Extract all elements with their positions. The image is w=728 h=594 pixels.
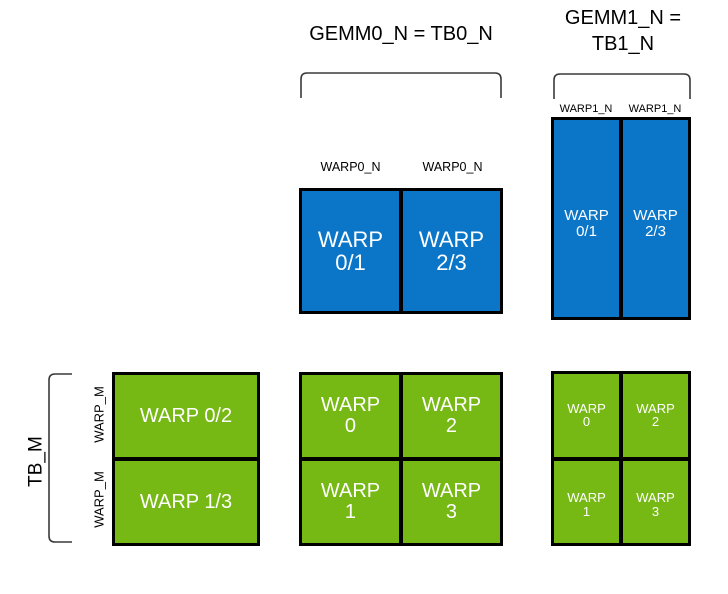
gemm1-title-line1: GEMM1_N = [564, 7, 682, 29]
warp-m-label-1: WARP_M [91, 471, 107, 528]
gemm0-green-cell-warp-1[interactable]: WARP 1 [302, 461, 399, 543]
gemm1-green-cell-warp-2[interactable]: WARP 2 [623, 374, 688, 457]
tb-m-label: TB_M [25, 436, 47, 487]
gemm1-green-warp-group: WARP 0 WARP 2 WARP 1 WARP 3 [551, 371, 691, 546]
gemm1-green-cell-warp-3[interactable]: WARP 3 [623, 460, 688, 543]
gemm1-title-line2: TB1_N [591, 33, 655, 55]
gemm0-green-warp-group: WARP 0 WARP 2 WARP 1 WARP 3 [299, 372, 503, 546]
gemm0-blue-warp-group: WARP 0/1 WARP 2/3 [299, 188, 503, 314]
gemm0-green-cell-warp-0[interactable]: WARP 0 [302, 375, 399, 457]
gemm1-blue-cell-warp-2-3[interactable]: WARP 2/3 [623, 120, 688, 317]
warp0-n-label-1: WARP0_N [422, 160, 483, 174]
gemm1-blue-cell-warp-0-1[interactable]: WARP 0/1 [554, 120, 619, 317]
tb-green-cell-warp-0-2[interactable]: WARP 0/2 [115, 375, 257, 457]
gemm1-blue-warp-group: WARP 0/1 WARP 2/3 [551, 117, 691, 320]
warp0-n-label-0: WARP0_N [320, 160, 381, 174]
tb-m-span-bracket [46, 372, 76, 544]
gemm0-title: GEMM0_N = TB0_N [309, 23, 493, 45]
gemm1-span-bracket [552, 71, 692, 101]
gemm0-blue-cell-warp-2-3[interactable]: WARP 2/3 [403, 191, 500, 311]
warp-m-label-0: WARP_M [91, 386, 107, 443]
gemm0-span-bracket [299, 70, 503, 100]
gemm0-green-cell-warp-2[interactable]: WARP 2 [403, 375, 500, 457]
warp1-n-label-0: WARP1_N [559, 103, 613, 115]
gemm1-green-cell-warp-0[interactable]: WARP 0 [554, 374, 619, 457]
gemm1-green-cell-warp-1[interactable]: WARP 1 [554, 460, 619, 543]
gemm0-blue-cell-warp-0-1[interactable]: WARP 0/1 [302, 191, 399, 311]
tb-green-cell-warp-1-3[interactable]: WARP 1/3 [115, 461, 257, 543]
gemm0-green-cell-warp-3[interactable]: WARP 3 [403, 461, 500, 543]
warp1-n-label-1: WARP1_N [628, 103, 682, 115]
tb-green-warp-group: WARP 0/2 WARP 1/3 [112, 372, 260, 546]
